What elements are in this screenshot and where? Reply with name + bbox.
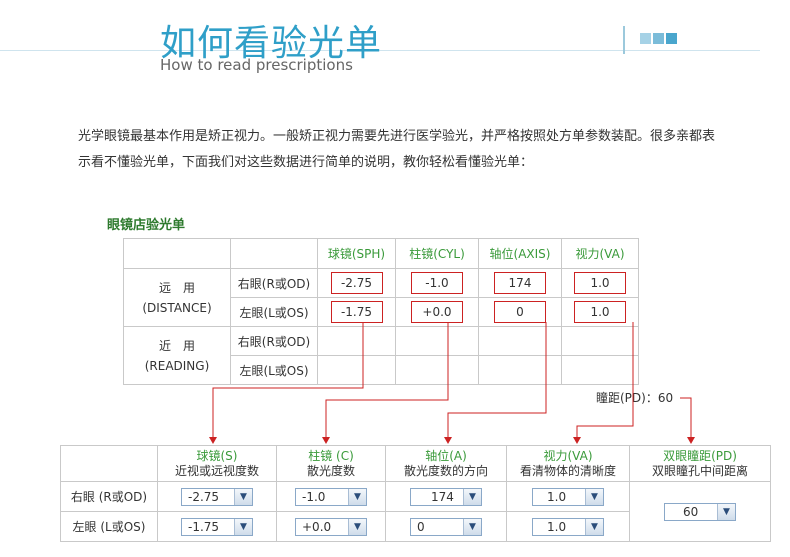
arrow-pd — [680, 397, 692, 438]
deco-square-1 — [640, 33, 651, 44]
axis-select-od[interactable]: 174▼ — [410, 487, 482, 506]
sph-select-od[interactable]: -2.75▼ — [181, 487, 253, 506]
form-eye-label-od: 右眼 (R或OD) — [60, 481, 158, 512]
form-desc-sph: 近视或远视度数 — [174, 463, 259, 478]
chevron-down-icon: ▼ — [234, 518, 252, 535]
va-select-od[interactable]: 1.0▼ — [532, 487, 604, 506]
rx-value-sph-os: -1.75 — [330, 301, 383, 323]
rx-value-va-od: 1.0 — [574, 272, 626, 294]
header-accent-bar — [623, 26, 625, 54]
intro-paragraph: 光学眼镜最基本作用是矫正视力。一般矫正视力需要先进行医学验光，并严格按照处方单参… — [78, 129, 716, 170]
arrow-head-va — [573, 437, 581, 444]
chevron-down-icon: ▼ — [463, 518, 481, 535]
rx-value-cyl-od: -1.0 — [411, 272, 463, 294]
rx-header-cyl: 柱镜(CYL) — [395, 238, 479, 269]
cyl-select-os[interactable]: +0.0▼ — [295, 517, 367, 536]
rx-value-va-os: 1.0 — [574, 301, 626, 323]
chevron-down-icon: ▼ — [348, 488, 366, 505]
form-desc-cyl: 散光度数 — [306, 463, 355, 478]
arrow-head-pd — [687, 437, 695, 444]
form-eye-label-os: 左眼 (L或OS) — [60, 511, 158, 542]
form-desc-va: 看清物体的清晰度 — [519, 463, 616, 478]
axis-select-os[interactable]: 0▼ — [410, 517, 482, 536]
chevron-down-icon: ▼ — [585, 488, 603, 505]
rx-header-axis: 轴位(AXIS) — [478, 238, 562, 269]
arrow-axis — [447, 322, 547, 438]
arrow-head-axis — [444, 437, 452, 444]
arrow-head-cyl — [322, 437, 330, 444]
chevron-down-icon: ▼ — [463, 488, 481, 505]
chevron-down-icon: ▼ — [234, 488, 252, 505]
form-header-sph: 球镜(S) — [196, 448, 238, 463]
arrow-sph — [212, 322, 364, 438]
chevron-down-icon: ▼ — [717, 503, 735, 520]
arrow-cyl — [325, 322, 449, 438]
arrow-head-sph — [209, 437, 217, 444]
rx-value-axis-od: 174 — [494, 272, 546, 294]
page-subtitle: How to read prescriptions — [160, 56, 353, 74]
sph-select-os[interactable]: -1.75▼ — [181, 517, 253, 536]
prescription-title: 眼镜店验光单 — [107, 218, 186, 233]
form-desc-pd: 双眼瞳孔中间距离 — [651, 463, 748, 478]
deco-square-3 — [666, 33, 677, 44]
rx-reading-label: 近 用 (READING) — [123, 326, 231, 385]
form-desc-axis: 散光度数的方向 — [403, 463, 488, 478]
form-header-cyl: 柱镜 (C) — [308, 448, 354, 463]
pd-select[interactable]: 60▼ — [664, 502, 736, 521]
rx-value-cyl-os: +0.0 — [411, 301, 463, 323]
arrow-va — [576, 322, 634, 438]
form-header-axis: 轴位(A) — [425, 448, 467, 463]
rx-pd-label: 瞳距(PD)：60 — [596, 391, 674, 405]
chevron-down-icon: ▼ — [348, 518, 366, 535]
cyl-select-od[interactable]: -1.0▼ — [295, 487, 367, 506]
rx-eye-label: 右眼(R或OD) — [230, 268, 318, 298]
form-header-va: 视力(VA) — [543, 448, 593, 463]
page-title: 如何看验光单 — [160, 23, 383, 64]
rx-value-axis-os: 0 — [494, 301, 546, 323]
prescription-form: 球镜(S) 近视或远视度数 柱镜 (C) 散光度数 轴位(A) 散光度数的方向 … — [60, 445, 771, 542]
header-divider — [0, 50, 760, 51]
rx-header-sph: 球镜(SPH) — [317, 238, 396, 269]
prescription-table: 球镜(SPH) 柱镜(CYL) 轴位(AXIS) 视力(VA) 远 用 (DIS… — [123, 238, 639, 385]
form-header-pd: 双眼瞳距(PD) — [663, 448, 737, 463]
deco-square-2 — [653, 33, 664, 44]
chevron-down-icon: ▼ — [585, 518, 603, 535]
rx-value-sph-od: -2.75 — [330, 272, 383, 294]
va-select-os[interactable]: 1.0▼ — [532, 517, 604, 536]
